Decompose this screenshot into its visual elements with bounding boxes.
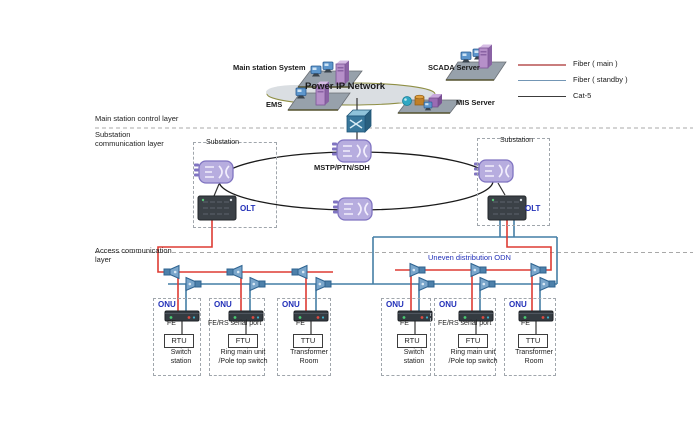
substation-box xyxy=(193,142,277,228)
legend-label: Cat-5 xyxy=(573,91,592,100)
olt-label: OLT xyxy=(525,204,541,213)
onu-label: ONU xyxy=(158,300,176,309)
terminal-box: FTU xyxy=(228,334,258,348)
site-label: Ring main unit /Pole top switch xyxy=(218,349,268,365)
router-icon xyxy=(331,139,372,163)
cloud-label: Power IP Network xyxy=(305,81,386,92)
legend-line-fiber-standby xyxy=(518,80,566,82)
legend-line-cat5 xyxy=(518,96,566,97)
onu-label: ONU xyxy=(509,300,527,309)
onu-label: ONU xyxy=(214,300,232,309)
onu-unit-box xyxy=(381,298,431,376)
splitter-icon xyxy=(163,265,180,279)
control-layer-label: Main station control layer xyxy=(95,114,179,123)
site-label: Ring main unit /Pole top switch xyxy=(448,349,498,365)
mis-server-label: MIS Server xyxy=(456,98,495,107)
server-tower-icon xyxy=(478,44,493,69)
substation-layer-label: Substation communication layer xyxy=(95,130,164,148)
onu-unit-box xyxy=(434,298,496,376)
onu-unit-box xyxy=(209,298,265,376)
terminal-box: RTU xyxy=(164,334,194,348)
port-label: FE xyxy=(400,320,409,327)
mis-server-icons xyxy=(402,94,442,111)
splitter-icon xyxy=(291,265,308,279)
port-label: FE/RS serial port xyxy=(438,320,492,327)
onu-label: ONU xyxy=(282,300,300,309)
legend-label: Fiber ( standby ) xyxy=(573,75,628,84)
terminal-box: FTU xyxy=(458,334,488,348)
splitter-icon xyxy=(418,277,435,291)
splitter-icon xyxy=(409,263,426,277)
router-icon xyxy=(332,197,373,221)
port-label: FE/RS serial port xyxy=(208,320,262,327)
port-label: FE xyxy=(167,320,176,327)
splitter-icon xyxy=(249,277,266,291)
scada-platform xyxy=(445,61,507,81)
splitter-icon xyxy=(539,277,556,291)
terminal-box: TTU xyxy=(293,334,323,348)
splitter-icon xyxy=(530,263,547,277)
scada-server-label: SCADA Server xyxy=(428,63,480,72)
onu-unit-box xyxy=(153,298,201,376)
access-layer-label: Access communication layer xyxy=(95,246,172,264)
terminal-box: TTU xyxy=(518,334,548,348)
port-label: FE xyxy=(296,320,305,327)
site-label: Switch station xyxy=(170,349,192,365)
splitter-icon xyxy=(479,277,496,291)
substation-title: Substation xyxy=(206,139,240,146)
onu-unit-box xyxy=(277,298,331,376)
onu-label: ONU xyxy=(439,300,457,309)
onu-label: ONU xyxy=(386,300,404,309)
site-label: Switch station xyxy=(403,349,425,365)
terminal-box: RTU xyxy=(397,334,427,348)
legend-label: Fiber ( main ) xyxy=(573,59,618,68)
main-station-label: Main station System xyxy=(233,63,306,72)
onu-unit-box xyxy=(504,298,556,376)
core-switch-icon xyxy=(346,109,372,133)
odn-label: Uneven distribution ODN xyxy=(428,253,511,262)
substation-title: Substation xyxy=(500,137,534,144)
ems-label: EMS xyxy=(266,100,283,109)
legend-line-fiber-main xyxy=(518,64,566,66)
substation-box xyxy=(477,138,550,226)
olt-label: OLT xyxy=(240,204,256,213)
splitter-icon xyxy=(315,277,332,291)
splitter-icon xyxy=(185,277,202,291)
ring-label: MSTP/PTN/SDH xyxy=(314,163,370,172)
splitter-icon xyxy=(470,263,487,277)
workstation-icon xyxy=(460,51,472,63)
splitter-icon xyxy=(226,265,243,279)
site-label: Transformer Room xyxy=(290,349,328,365)
port-label: FE xyxy=(521,320,530,327)
site-label: Transformer Room xyxy=(515,349,553,365)
